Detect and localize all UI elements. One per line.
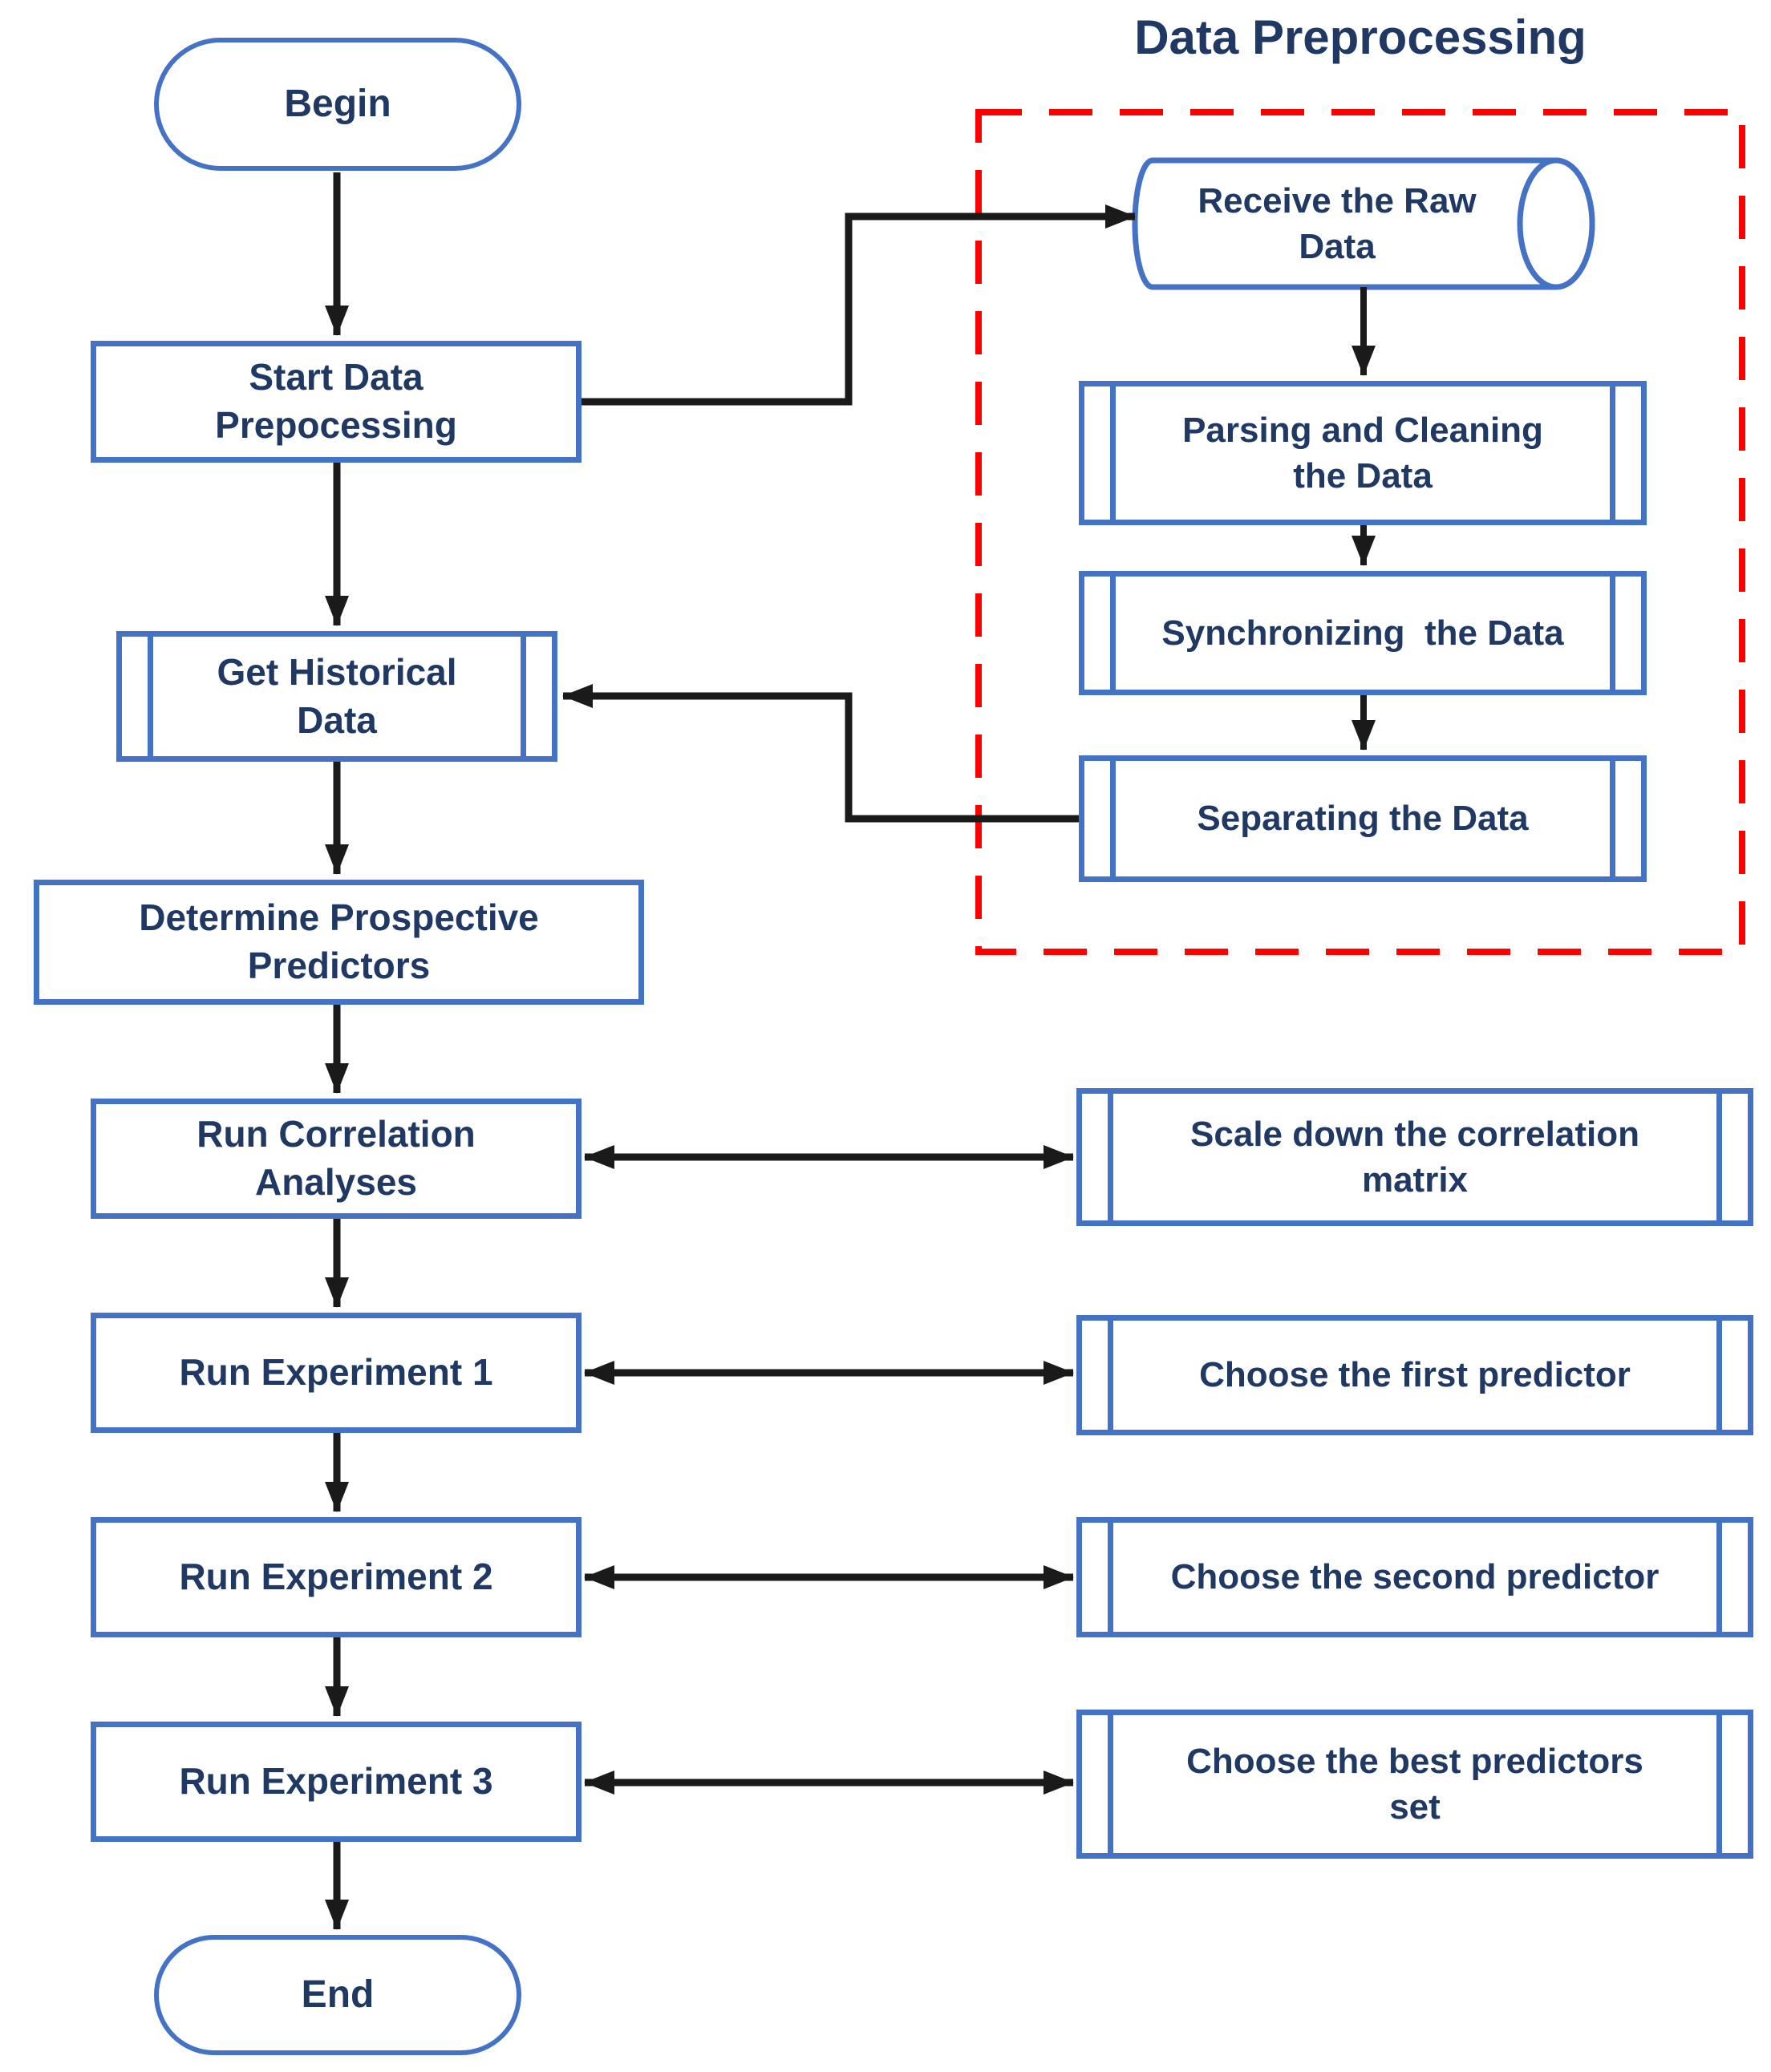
connector-separating-to-get-historical xyxy=(562,684,1079,823)
node-parsing-line1: Parsing and Cleaning xyxy=(1182,410,1543,450)
node-begin-label: Begin xyxy=(284,82,391,125)
predefined-bar-left xyxy=(1110,386,1116,520)
node-determine-line2: Predictors xyxy=(247,945,431,986)
predefined-bar-right xyxy=(1716,1523,1722,1632)
predefined-bar-right xyxy=(1716,1715,1722,1853)
predefined-bar-left xyxy=(1108,1321,1113,1430)
predefined-bar-left xyxy=(1110,577,1116,690)
node-begin: Begin xyxy=(154,38,521,171)
node-scale-down-line1: Scale down the correlation xyxy=(1190,1114,1639,1154)
connector-start-to-receive-raw xyxy=(582,204,1136,406)
node-separating-label: Separating the Data xyxy=(1197,799,1529,839)
node-start-data-prepocessing: Start Data Prepocessing xyxy=(91,341,582,463)
node-choose-first-predictor: Choose the first predictor xyxy=(1076,1315,1753,1435)
node-correlation-line2: Analyses xyxy=(254,1161,417,1203)
predefined-bar-left xyxy=(1108,1715,1113,1853)
node-parsing-and-cleaning: Parsing and Cleaning the Data xyxy=(1079,381,1647,525)
node-get-historical-line2: Data xyxy=(297,698,377,741)
node-choose-best-predictors-set: Choose the best predictors set xyxy=(1076,1710,1753,1859)
data-preprocessing-group-frame xyxy=(975,109,1745,955)
node-choose-second-predictor: Choose the second predictor xyxy=(1076,1517,1753,1637)
node-scale-down-correlation-matrix: Scale down the correlation matrix xyxy=(1076,1088,1753,1226)
node-end-label: End xyxy=(301,1973,375,2016)
node-run-experiment-3-label: Run Experiment 3 xyxy=(179,1760,493,1803)
node-end: End xyxy=(154,1935,521,2055)
node-run-experiment-2-label: Run Experiment 2 xyxy=(179,1556,493,1598)
node-receive-raw-data-label: Receive the Raw Data xyxy=(1153,164,1522,283)
node-choose-second-label: Choose the second predictor xyxy=(1170,1557,1660,1597)
node-correlation-line1: Run Correlation xyxy=(197,1113,476,1155)
node-run-experiment-1: Run Experiment 1 xyxy=(91,1313,582,1433)
node-get-historical-line1: Get Historical xyxy=(217,650,457,693)
node-choose-best-line2: set xyxy=(1389,1787,1441,1827)
node-receive-line2: Data xyxy=(1299,227,1376,266)
predefined-bar-right xyxy=(1716,1321,1722,1430)
predefined-bar-right xyxy=(1716,1094,1722,1220)
node-choose-first-label: Choose the first predictor xyxy=(1199,1355,1631,1395)
node-scale-down-line2: matrix xyxy=(1361,1160,1469,1200)
node-receive-line1: Receive the Raw xyxy=(1198,180,1477,221)
node-determine-line1: Determine Prospective xyxy=(139,896,539,939)
node-run-experiment-3: Run Experiment 3 xyxy=(91,1722,582,1842)
predefined-bar-right xyxy=(1610,761,1615,876)
node-run-experiment-2: Run Experiment 2 xyxy=(91,1517,582,1637)
node-start-line1: Start Data xyxy=(249,356,424,399)
node-parsing-line2: the Data xyxy=(1293,456,1433,496)
predefined-bar-right xyxy=(521,637,526,756)
node-separating-the-data: Separating the Data xyxy=(1079,755,1647,882)
node-start-line2: Prepocessing xyxy=(215,404,457,446)
predefined-bar-left xyxy=(1110,761,1116,876)
predefined-bar-right xyxy=(1610,386,1615,520)
node-run-correlation-analyses: Run Correlation Analyses xyxy=(91,1099,582,1219)
predefined-bar-left xyxy=(148,637,153,756)
section-title-data-preprocessing: Data Preprocessing xyxy=(1134,10,1587,64)
predefined-bar-left xyxy=(1108,1094,1113,1220)
node-determine-prospective-predictors: Determine Prospective Predictors xyxy=(34,880,644,1005)
predefined-bar-right xyxy=(1610,577,1615,690)
node-synchronizing-label: Synchronizing the Data xyxy=(1161,613,1564,653)
node-get-historical-data: Get Historical Data xyxy=(116,631,557,762)
node-synchronizing-the-data: Synchronizing the Data xyxy=(1079,571,1647,695)
receive-raw-data-cylinder-shape xyxy=(1132,157,1595,290)
predefined-bar-left xyxy=(1108,1523,1113,1632)
node-run-experiment-1-label: Run Experiment 1 xyxy=(179,1351,493,1394)
node-choose-best-line1: Choose the best predictors xyxy=(1186,1741,1643,1781)
